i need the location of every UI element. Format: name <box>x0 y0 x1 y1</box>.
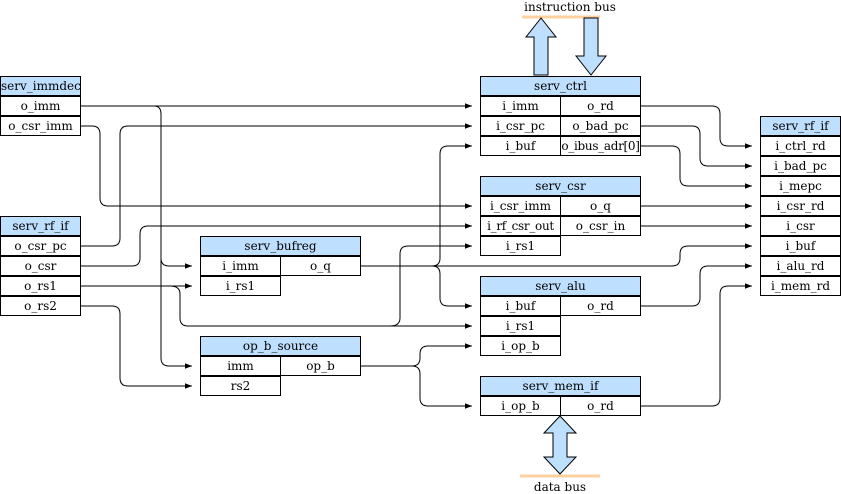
port-i-mem-rd: i_mem_rd <box>760 276 841 296</box>
wire-ibus-adr-to-rf <box>640 145 752 189</box>
block-title: serv_rf_if <box>760 116 841 136</box>
port-i-imm: i_imm <box>200 256 281 276</box>
instruction-bus-down-arrow <box>574 17 608 76</box>
wire-alu-rd-to-rf <box>640 263 752 307</box>
wire-imm-to-bufreg <box>153 105 192 269</box>
block-title: serv_ctrl <box>480 76 641 96</box>
block-title: serv_immdec <box>0 76 81 96</box>
port-i-buf: i_buf <box>480 136 561 156</box>
wire-csr-pc-to-ctrl <box>80 123 472 247</box>
wire-ctrl-rd-to-rf <box>640 105 752 149</box>
block-serv-mem-if: serv_mem_if i_op_b o_rd <box>480 376 641 417</box>
wire-rs1-to-alu <box>169 285 472 329</box>
port-i-imm: i_imm <box>480 96 561 116</box>
port-i-op-b: i_op_b <box>480 336 561 356</box>
port-op-b: op_b <box>280 356 361 376</box>
block-serv-ctrl: serv_ctrl i_imm o_rd i_csr_pc o_bad_pc i… <box>480 76 641 157</box>
block-serv-alu: serv_alu i_buf o_rd i_rs1 i_op_b <box>480 276 641 357</box>
wire-opb-to-memif <box>411 365 472 409</box>
port-o-imm: o_imm <box>0 96 81 116</box>
port-i-mepc: i_mepc <box>760 176 841 196</box>
block-title: serv_bufreg <box>200 236 361 256</box>
port-o-csr: o_csr <box>0 256 81 276</box>
port-o-csr-imm: o_csr_imm <box>0 116 81 136</box>
block-serv-immdec: serv_immdec o_imm o_csr_imm <box>0 76 81 137</box>
port-i-rs1: i_rs1 <box>480 236 561 256</box>
wire-opb-to-alu <box>360 343 472 367</box>
port-i-csr-rd: i_csr_rd <box>760 196 841 216</box>
port-i-csr-imm: i_csr_imm <box>480 196 561 216</box>
port-o-csr-pc: o_csr_pc <box>0 236 81 256</box>
port-i-buf: i_buf <box>760 236 841 256</box>
block-title: serv_csr <box>480 176 641 196</box>
data-bus-label: data bus <box>533 480 587 494</box>
port-o-rd: o_rd <box>560 96 641 116</box>
wire-imm-to-opb <box>160 258 192 369</box>
port-o-rs1: o_rs1 <box>0 276 81 296</box>
port-i-ctrl-rd: i_ctrl_rd <box>760 136 841 156</box>
block-op-b-source: op_b_source imm op_b rs2 <box>200 336 361 397</box>
port-i-csr: i_csr <box>760 216 841 236</box>
instruction-bus-label: instruction bus <box>524 0 616 14</box>
port-i-buf: i_buf <box>480 296 561 316</box>
data-bus-double-arrow <box>542 415 578 475</box>
port-i-csr-pc: i_csr_pc <box>480 116 561 136</box>
block-title: serv_mem_if <box>480 376 641 396</box>
wire-csr-to-csr <box>80 223 472 267</box>
block-title: serv_alu <box>480 276 641 296</box>
block-serv-rf-if-right: serv_rf_if i_ctrl_rd i_bad_pc i_mepc i_c… <box>760 116 841 297</box>
wire-mem-rd-to-rf <box>640 283 752 407</box>
port-i-alu-rd: i_alu_rd <box>760 256 841 276</box>
port-rs2: rs2 <box>200 376 281 396</box>
port-i-rs1: i_rs1 <box>480 316 561 336</box>
wire-csr-imm-to-csr <box>80 125 472 209</box>
port-o-q: o_q <box>560 196 641 216</box>
port-o-rs2: o_rs2 <box>0 296 81 316</box>
wire-bufreg-to-alu <box>431 265 472 309</box>
port-i-bad-pc: i_bad_pc <box>760 156 841 176</box>
port-i-op-b: i_op_b <box>480 396 561 416</box>
port-o-rd: o_rd <box>560 296 641 316</box>
instruction-bus-up-arrow <box>524 17 558 76</box>
port-i-rf-csr-out: i_rf_csr_out <box>480 216 561 236</box>
block-title: op_b_source <box>200 336 361 356</box>
wire-bad-pc-to-rf <box>640 125 752 169</box>
port-o-q: o_q <box>280 256 361 276</box>
port-o-csr-in: o_csr_in <box>560 216 641 236</box>
block-serv-rf-if-left: serv_rf_if o_csr_pc o_csr o_rs1 o_rs2 <box>0 216 81 317</box>
port-o-ibus-adr: o_ibus_adr[0] <box>560 136 641 156</box>
block-title: serv_rf_if <box>0 216 81 236</box>
block-serv-csr: serv_csr i_csr_imm o_q i_rf_csr_out o_cs… <box>480 176 641 257</box>
port-o-rd: o_rd <box>560 396 641 416</box>
port-imm: imm <box>200 356 281 376</box>
port-o-bad-pc: o_bad_pc <box>560 116 641 136</box>
port-i-rs1: i_rs1 <box>200 276 281 296</box>
wire-bufreg-to-ctrl <box>431 143 472 267</box>
wire-bufreg-to-rf-buf <box>360 243 752 267</box>
wire-rs1-to-csr <box>389 243 472 327</box>
wire-rs2-to-opb <box>80 305 192 389</box>
block-serv-bufreg: serv_bufreg i_imm o_q i_rs1 <box>200 236 361 297</box>
